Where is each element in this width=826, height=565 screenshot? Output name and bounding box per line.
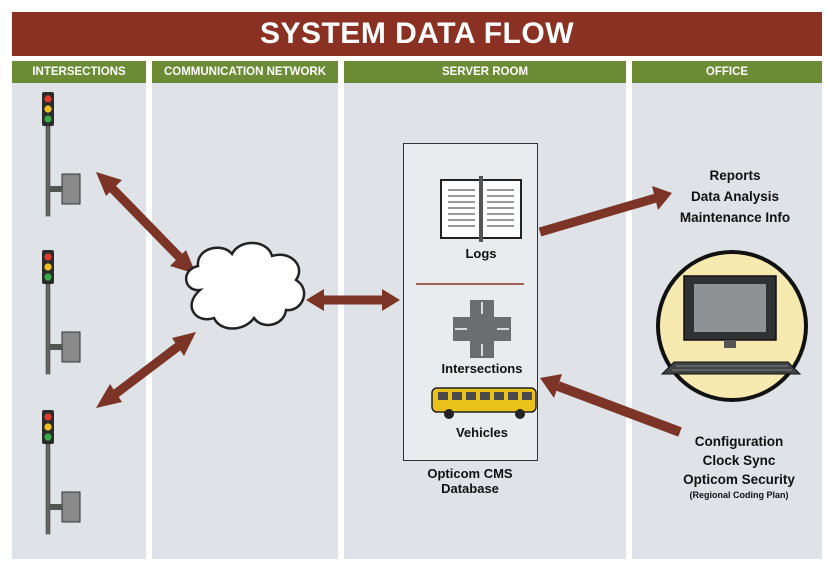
intersections-label: Intersections [441,361,523,376]
traffic-light-icon [41,91,81,217]
arrow-intersection-to-network-top [96,172,196,274]
inputs-label-line: Clock Sync [702,453,776,468]
outputs-label-line: Maintenance Info [679,210,791,225]
vehicles-label: Vehicles [455,425,509,440]
bus-icon [431,387,537,419]
database-label: Opticom CMS Database [400,466,540,496]
diagram-title: SYSTEM DATA FLOW [259,17,575,50]
inputs-label-note: (Regional Coding Plan) [689,490,789,500]
arrow-logs-to-reports [538,186,672,237]
logbook-icon [440,176,522,242]
column-header-label: INTERSECTIONS [32,66,126,78]
column-header-server: SERVER ROOM [344,61,626,83]
logs-label: Logs [465,246,497,261]
column-header-intersections: INTERSECTIONS [12,61,146,83]
outputs-label-line: Reports [709,168,761,183]
arrow-intersection-to-network-bottom [96,332,196,408]
column-intersections [12,83,146,559]
column-header-office: OFFICE [632,61,822,83]
title-bar: SYSTEM DATA FLOW [12,12,822,56]
column-header-label: SERVER ROOM [441,66,529,78]
database-label-line: Opticom CMS [427,466,513,481]
inputs-label-line: Opticom Security [683,472,795,487]
traffic-light-icon [41,249,81,375]
cloud-icon [185,241,306,330]
computer-monitor-icon [656,250,808,402]
outputs-label: Reports Data Analysis Maintenance Info [660,165,810,228]
arrow-configuration-to-server [540,374,682,437]
column-header-label: OFFICE [705,66,749,78]
inputs-label: Configuration Clock Sync Opticom Securit… [654,432,824,501]
arrow-network-to-server [306,289,400,311]
database-label-line: Database [441,481,499,496]
column-header-network: COMMUNICATION NETWORK [152,61,338,83]
inputs-label-line: Configuration [694,434,784,449]
column-header-label: COMMUNICATION NETWORK [163,66,327,78]
intersection-icon [453,300,511,358]
outputs-label-line: Data Analysis [690,189,780,204]
traffic-light-icon [41,409,81,535]
